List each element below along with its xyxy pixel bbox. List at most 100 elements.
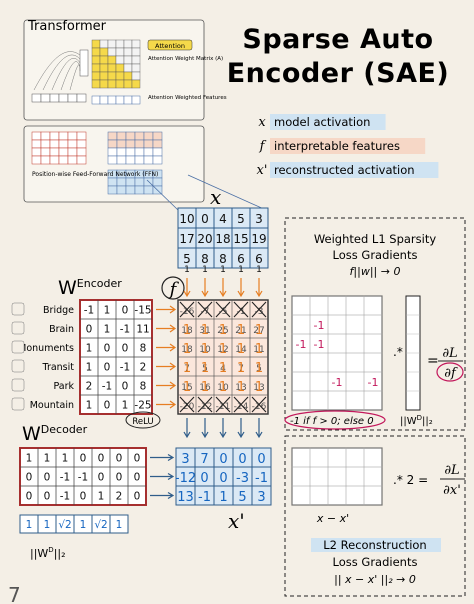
decoder-value: 0 (44, 491, 51, 503)
f-raw-value: 14 (235, 345, 247, 355)
weighted-cell (91, 95, 101, 105)
ffn-out-cell (116, 185, 127, 195)
recon-deriv-den: ∂x' (443, 483, 461, 498)
ffn-hidden-cell (152, 147, 163, 157)
relu-active-mark: 1 (237, 380, 245, 395)
ffn-weight-cell (40, 147, 51, 157)
x-value: 15 (233, 232, 248, 246)
relu-zero-cross (197, 396, 213, 413)
f-raw-value: 11 (253, 345, 264, 355)
bias-one: 1 (256, 265, 262, 275)
ffn-hidden-cell (125, 155, 136, 165)
x-value: 5 (237, 212, 245, 226)
f-raw-value: 7 (184, 364, 190, 374)
f-raw-value: 7 (238, 364, 244, 374)
xprime-value: 3 (181, 452, 189, 467)
weighted-cell (131, 95, 141, 105)
ffn-hidden-cell (107, 139, 118, 149)
attention-cell (107, 63, 117, 73)
xprime-value: 0 (219, 471, 227, 486)
decoder-value: 0 (134, 491, 141, 503)
attention-cell (123, 55, 133, 65)
bias-one: 1 (202, 265, 208, 275)
encoder-value: 0 (122, 381, 129, 393)
attention-cell (115, 55, 125, 65)
encoder-value: 0 (104, 400, 111, 412)
attention-cell (107, 71, 117, 81)
weighted-cell (99, 95, 109, 105)
encoder-value: 1 (86, 343, 93, 355)
x-value: 10 (179, 212, 194, 226)
attention-cell (91, 39, 101, 49)
attention-cell (91, 71, 101, 81)
ffn-weight-cell (31, 147, 42, 157)
encoder-row-label: Brain (49, 324, 74, 335)
f-raw-value: 21 (235, 326, 246, 336)
x-value: 3 (255, 212, 263, 226)
attention-cell (99, 79, 109, 89)
xprime-value: -3 (236, 471, 249, 486)
relu-active-mark: 1 (201, 361, 209, 376)
legend-var: x' (257, 163, 268, 178)
relu-active-mark: 1 (255, 342, 263, 357)
relu-label: ReLU (132, 417, 153, 427)
norm-value: 1 (44, 519, 51, 531)
relu-zero-cross (215, 301, 231, 318)
ffn-hidden-cell (116, 139, 127, 149)
f-raw-value: -7 (201, 307, 210, 317)
attention-cell (123, 39, 133, 49)
decoder-value: 1 (62, 453, 69, 465)
attention-cell (123, 79, 133, 89)
decoder-value: 0 (80, 491, 87, 503)
attention-cell (99, 55, 109, 65)
f-to-xprime-arrow (255, 418, 263, 439)
x-value: 6 (255, 252, 263, 266)
x-to-f-arrow (183, 278, 191, 298)
relu-active-mark: 1 (183, 323, 191, 338)
sparse-value: -1 (314, 319, 325, 332)
input-cell (67, 93, 78, 103)
title-line-2: Encoder (SAE) (227, 58, 450, 89)
decoder-value: 0 (26, 472, 33, 484)
sparsity-equals: = (427, 353, 439, 369)
ffn-hidden-cell (107, 131, 118, 141)
encoder-value: 2 (140, 362, 147, 374)
decoder-value: 0 (134, 453, 141, 465)
encoder-value: -25 (134, 400, 151, 412)
encoder-row-label: Monuments (18, 343, 74, 354)
f-raw-value: -16 (252, 402, 267, 412)
relu-zero-cross (179, 396, 195, 413)
decoder-norm-label: ||WD||₂ (30, 546, 66, 560)
relu-active-mark: 1 (201, 323, 209, 338)
relu-active-mark: 1 (255, 323, 263, 338)
attention-weighted-label: Attention Weighted Features (148, 95, 227, 101)
x-value: 19 (251, 232, 266, 246)
x-value: 4 (219, 212, 227, 226)
concept-icon (11, 302, 25, 316)
relu-active-mark: 1 (219, 342, 227, 357)
f-raw-value: 10 (199, 345, 211, 355)
encoder-arrow (156, 362, 177, 371)
attention-cell (131, 55, 141, 65)
attention-cell (91, 63, 101, 73)
relu-active-mark: 1 (183, 361, 191, 376)
attention-cell (123, 63, 133, 73)
f-raw-value: 12 (217, 345, 228, 355)
weighted-cell (123, 95, 133, 105)
ffn-hidden-cell (134, 147, 145, 157)
xprime-value: 0 (238, 452, 246, 467)
relu-active-mark: 1 (255, 361, 263, 376)
x-value: 18 (215, 232, 230, 246)
relu-zero-cross (215, 396, 231, 413)
attention-cell (131, 47, 141, 57)
x-to-f-arrow (255, 278, 263, 298)
sparsity-title-1: Weighted L1 Sparsity (314, 232, 437, 246)
attention-cell (99, 63, 109, 73)
decoder-value: 0 (80, 453, 87, 465)
concept-icon (11, 321, 25, 335)
sparse-cell (363, 390, 383, 411)
